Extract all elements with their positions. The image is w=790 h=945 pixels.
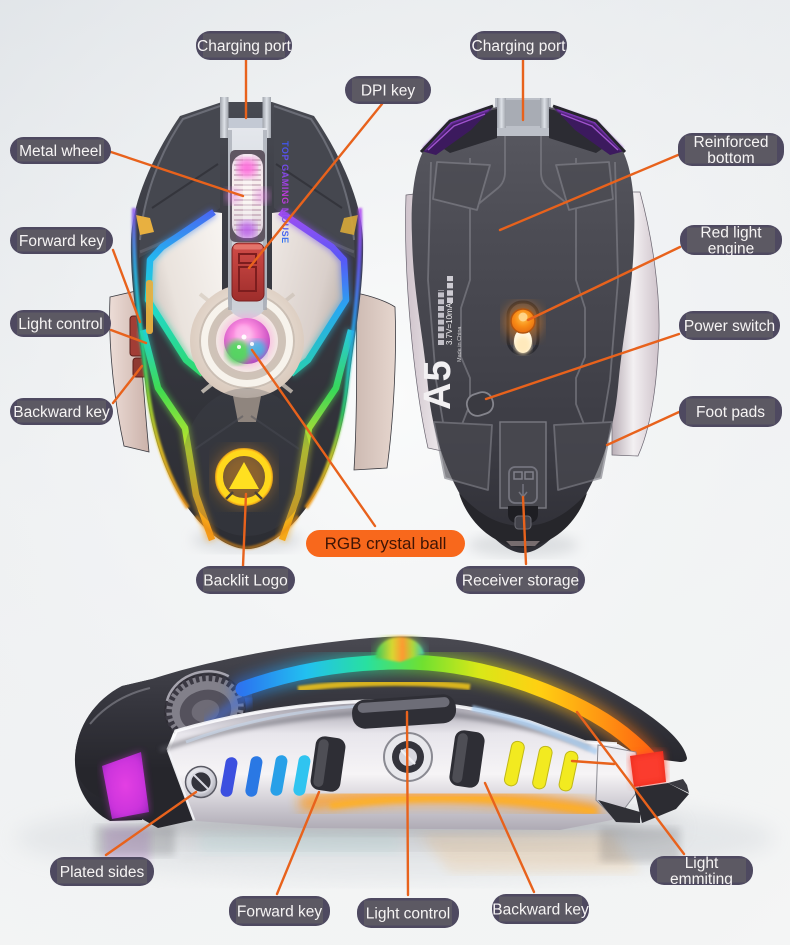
svg-text:Power switch: Power switch xyxy=(684,318,775,335)
svg-text:Forward key: Forward key xyxy=(19,233,105,250)
svg-text:RGB crystal ball: RGB crystal ball xyxy=(325,534,447,553)
svg-text:Forward key: Forward key xyxy=(237,904,323,921)
svg-text:Foot pads: Foot pads xyxy=(696,404,765,421)
svg-text:Reinforced: Reinforced xyxy=(694,134,769,151)
svg-text:Light control: Light control xyxy=(366,906,450,923)
svg-text:Plated sides: Plated sides xyxy=(60,864,145,881)
svg-text:Light: Light xyxy=(685,855,719,872)
svg-text:DPI key: DPI key xyxy=(361,83,416,100)
svg-text:TOP GAMING MOUSE: TOP GAMING MOUSE xyxy=(280,141,290,244)
svg-text:Light control: Light control xyxy=(18,316,102,333)
svg-text:Red light: Red light xyxy=(700,225,762,242)
svg-text:emmiting: emmiting xyxy=(670,871,733,888)
svg-text:Backlit Logo: Backlit Logo xyxy=(203,573,287,590)
svg-text:Backward key: Backward key xyxy=(13,404,110,421)
svg-text:A5: A5 xyxy=(417,359,459,410)
svg-text:bottom: bottom xyxy=(707,150,754,167)
svg-text:Charging port: Charging port xyxy=(472,38,567,55)
svg-text:Metal wheel: Metal wheel xyxy=(19,143,102,160)
svg-text:Charging port: Charging port xyxy=(197,38,292,55)
svg-text:engine: engine xyxy=(708,241,755,258)
svg-text:Made in China: Made in China xyxy=(457,326,463,362)
svg-text:Receiver storage: Receiver storage xyxy=(462,573,579,590)
svg-text:3.7V=10mA: 3.7V=10mA xyxy=(445,302,454,345)
svg-text:Backward key: Backward key xyxy=(492,902,589,919)
